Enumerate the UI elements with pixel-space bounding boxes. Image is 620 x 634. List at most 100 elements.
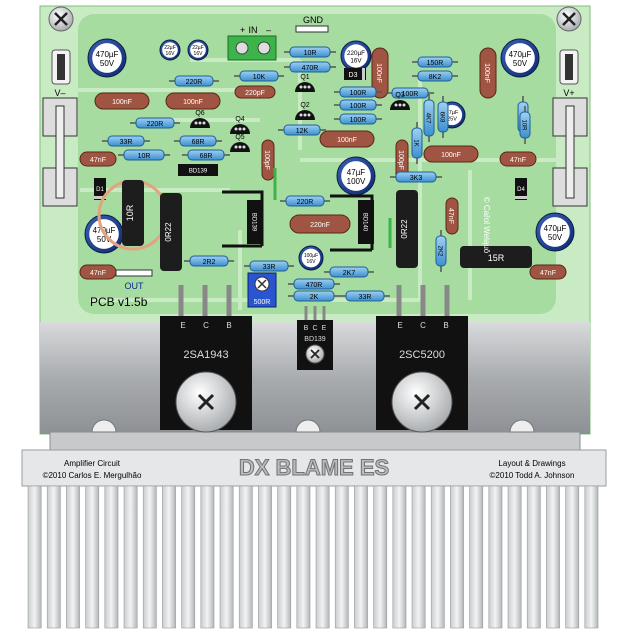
resistor-value: 100R [402,91,419,98]
film-capacitor: 47nF [499,151,537,167]
pin-label: E [397,321,402,330]
rail-label-pos: V+ [563,88,574,98]
heatsink-fin [507,485,522,629]
diode-label: D3 [349,72,358,79]
diode: D4 [515,178,527,200]
heatsink-screw [295,419,321,433]
driver-transistor: BD139 [247,200,263,244]
cap-value: 220nF [310,222,330,229]
film-capacitor: 100nF [479,47,497,99]
heatsink-fin [450,485,464,629]
power-transistor-2sc5200 [376,316,468,433]
driver-transistor: BD139 [178,164,218,176]
cap-value: 100pF [397,150,404,170]
cap-value: 220pF [245,90,265,97]
resistor-value: 100R [350,90,367,97]
driver-label: BD139 [251,213,257,232]
cap-value: 100nF [112,99,132,106]
pin-label: E [322,325,327,332]
heatsink-fin [296,485,311,629]
cap-value: 470µF [509,50,532,59]
credit-vertical: © Cařol Weląuǒ [482,197,491,254]
cap-voltage: 50V [100,59,115,68]
resistor: 150R [412,56,458,68]
resistor-value: 33R [120,139,133,146]
heatsink-fin [334,485,349,629]
pin-label: E [180,321,185,330]
pcb-version: PCB v1.5b [90,295,148,309]
film-capacitor: 100nF [423,145,479,163]
heatsink-fin [546,485,560,629]
heatsink-fin [373,485,388,629]
resistor-value: 8K2 [429,74,442,81]
input-label: IN [249,25,258,35]
resistor-value: 470R [306,282,323,289]
resistor-value: 33R [359,294,372,301]
cap-value: 220µF [347,50,365,57]
heatsink-fin [104,485,119,629]
resistor: 100R [334,113,382,125]
driver-heatsink [330,194,374,252]
circuit-title: Amplifier Circuit [64,459,121,468]
film-capacitor: 47nF [529,264,567,280]
heatsink-fin [85,485,100,629]
resistor: 33R [340,290,390,302]
film-capacitor: 47nF [79,264,117,280]
trimmer-pot [247,272,277,308]
layout-author: ©2010 Todd A. Johnson [490,471,575,480]
resistor: 2K2 [435,230,447,272]
film-capacitor: 100pF [261,139,275,181]
resistor-value: 100R [350,103,367,110]
resistor-value: 220R [186,79,203,86]
input-plus: + [240,25,245,35]
film-capacitor: 47nF [445,197,459,235]
resistor-value: 2K7 [343,270,356,277]
out-pad [115,269,153,277]
heatsink-base [21,449,607,487]
resistor: 12K [278,124,326,136]
resistor-value: 3K3 [410,175,423,182]
svg-text:15R: 15R [488,253,505,263]
resistor: 220R [130,117,180,129]
diode: D3 [344,68,366,80]
layout-title: Layout & Drawings [498,459,565,468]
pcb-mount-screw [556,6,582,32]
cap-value: 100nF [183,99,203,106]
cap-value: 470µF [544,224,567,233]
resistor-value: 10R [521,119,527,131]
power-transistor-legs [178,285,450,318]
heatsink-fin [181,485,196,629]
pin-label: B [443,321,448,330]
diode: D1 [94,178,106,200]
cap-value: 100pF [263,150,270,170]
driver-transistor: BD140 [358,200,374,244]
out-label: OUT [125,281,145,291]
cap-voltage: 50V [513,59,528,68]
heatsink-fin [200,485,215,629]
heatsink-fins [27,485,599,629]
fuse-holder-pos [552,49,588,207]
resistor: 10R [519,106,531,144]
resistor-value: 2K [310,294,319,301]
cap-value: 47µF [446,110,459,116]
rail-label-neg: V– [54,88,65,98]
resistor-value: 10K [253,74,266,81]
cap-voltage: 16V [194,51,204,57]
trimmer-label: 500R [254,299,271,306]
resistor: 470R [284,61,336,73]
power-transistor-name: 2SC5200 [399,349,445,361]
resistor: 10R [284,46,336,58]
resistor: 2R2 [184,255,234,267]
pcb-mount-screw [48,6,74,32]
cap-voltage: 100V [347,177,366,186]
heatsink-fin [354,485,368,629]
heatsink-fin [565,485,580,629]
resistor-value: 4K7 [425,113,431,124]
heatsink-fin [27,485,42,629]
cap-value: 47nF [90,270,106,277]
small-transistor: Q1 [295,74,315,92]
